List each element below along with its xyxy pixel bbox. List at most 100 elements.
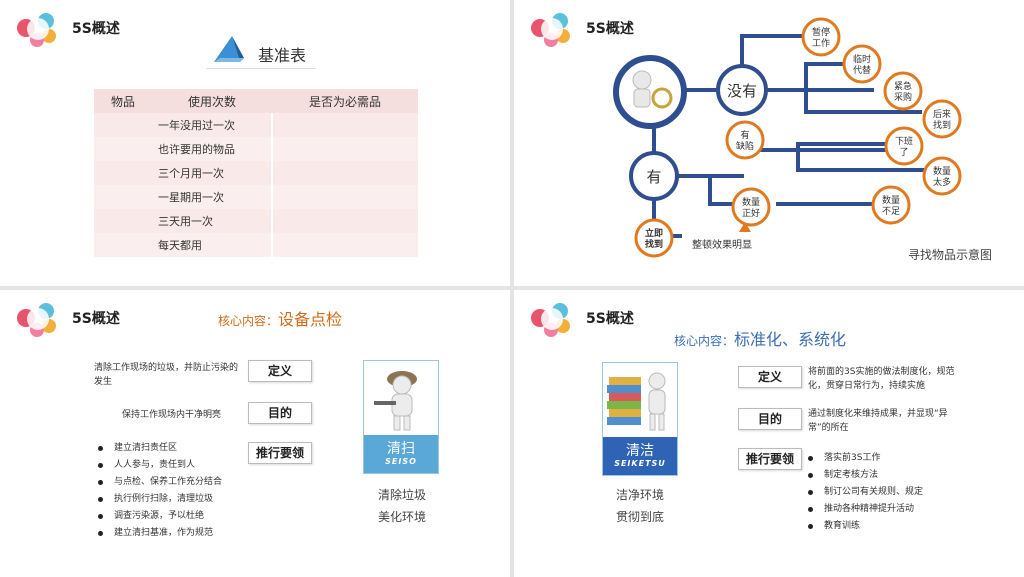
bubble-pause <box>801 17 841 57</box>
core-label: 核心内容： <box>218 314 279 328</box>
slide-title: 5S概述 <box>72 21 120 37</box>
svg-text:没有: 没有 <box>727 82 757 100</box>
effect-text: 整顿效果明显 <box>692 240 752 251</box>
bubble-label: 采购 <box>894 91 912 103</box>
slide-seiketsu: 5S概述 核心内容：标准化、系统化 清洁 SEIKETSU 洁净环境 贯彻到底 … <box>514 290 1024 577</box>
card-caption: 清除垃圾 美化环境 <box>360 484 444 528</box>
card-subtitle: SEISO <box>385 457 417 466</box>
row-frequency: 一年没用过一次 <box>158 119 235 132</box>
slide-title: 5S概述 <box>586 311 634 327</box>
prism-icon <box>214 36 244 62</box>
list-item: 执行例行扫除，清理垃圾 <box>96 491 222 508</box>
table-header-row: 物品 使用次数 是否为必需品 <box>94 89 418 113</box>
node-have: 有 <box>629 151 679 201</box>
tag-definition: 定义 <box>738 366 802 388</box>
card-title: 清扫 <box>387 441 415 457</box>
pointer-icon <box>739 222 751 232</box>
header-item: 物品 <box>94 89 152 113</box>
caption-line: 美化环境 <box>377 510 426 524</box>
node-none: 没有 <box>716 64 768 116</box>
core-content: 核心内容：设备点检 <box>218 306 342 330</box>
bubble-label: 暂停 <box>812 26 830 38</box>
tag-purpose: 目的 <box>248 402 312 424</box>
list-item: 教育训练 <box>806 518 923 535</box>
purpose-text: 保持工作现场内干净明亮 <box>122 410 222 420</box>
header-necessary: 是否为必需品 <box>272 89 418 113</box>
bubble-label: 找到 <box>645 238 663 250</box>
slide-title: 5S概述 <box>72 311 120 327</box>
heading-text: 基准表 <box>258 46 307 65</box>
row-frequency: 每天都用 <box>158 239 202 252</box>
bubble-logo-icon <box>17 303 56 337</box>
caption-line: 贯彻到底 <box>615 510 664 524</box>
diagram-caption: 寻找物品示意图 <box>908 248 993 262</box>
header-frequency: 使用次数 <box>152 89 272 113</box>
tag-guidelines: 推行要领 <box>248 442 312 464</box>
bubble-logo-icon <box>531 13 570 47</box>
bubble-label: 数量 <box>933 165 951 177</box>
table-heading: 基准表 <box>206 30 316 70</box>
tag-purpose: 目的 <box>738 408 802 430</box>
searcher-node <box>613 55 687 129</box>
bubble-label: 有 <box>740 129 749 141</box>
seiso-card: 清扫 SEISO <box>363 360 439 474</box>
tag-guidelines: 推行要领 <box>738 448 802 470</box>
bubble-label: 临时 <box>853 53 871 65</box>
bubble-label: 缺陷 <box>736 140 754 152</box>
bubble-label: 代替 <box>853 64 871 76</box>
card-caption: 洁净环境 贯彻到底 <box>598 484 682 528</box>
bubble-urgent <box>883 71 923 111</box>
connector-lines <box>652 34 924 238</box>
benchmark-table: 物品 使用次数 是否为必需品 一年没用过一次 也许要用的物品 三个月用一次 一星… <box>94 89 418 257</box>
row-frequency: 一星期用一次 <box>158 191 224 204</box>
books-figure-icon <box>607 372 666 431</box>
guideline-list: 落实前3S工作 制定考核方法 制订公司有关规则、规定 推动各种精神提升活动 教育… <box>806 450 923 535</box>
bubble-justright <box>731 187 771 227</box>
bubble-label: 不足 <box>882 206 900 217</box>
bubble-logo-icon <box>17 13 56 47</box>
bubble-offwork <box>884 126 924 166</box>
purpose-text: 通过制度化来维持成果，并显现“异常”的所在 <box>808 409 948 433</box>
table-row: 也许要用的物品 <box>94 137 418 161</box>
bubble-label: 太多 <box>933 176 951 188</box>
caption-line: 洁净环境 <box>615 488 664 502</box>
list-item: 推动各种精神提升活动 <box>806 501 923 518</box>
slide-search-diagram: 5S概述 没有 <box>514 0 1024 286</box>
list-item: 与点检、保养工作充分结合 <box>96 474 222 491</box>
definition-text: 将前面的3S实施的做法制度化，规范化，贯穿日常行为，持续实施 <box>808 367 955 391</box>
bubble-label: 下班 <box>895 135 913 147</box>
list-item: 制定考核方法 <box>806 467 923 484</box>
row-frequency: 也许要用的物品 <box>158 143 235 156</box>
caption-line: 清除垃圾 <box>377 488 426 502</box>
search-flow-diagram: 没有 有 暂停 工作 临时 代替 紧急 采购 后来 <box>613 17 962 258</box>
row-frequency: 三天用一次 <box>158 215 213 228</box>
list-item: 调查污染源，予以杜绝 <box>96 508 222 525</box>
card-band: 清洁 SEIKETSU <box>603 437 677 475</box>
list-item: 落实前3S工作 <box>806 450 923 467</box>
slide-title: 5S概述 <box>586 21 634 37</box>
bubble-label: 找到 <box>933 119 951 131</box>
list-item: 制订公司有关规则、规定 <box>806 484 923 501</box>
definition-text: 清除工作现场的垃圾，并防止污染的发生 <box>94 363 239 387</box>
bubble-temp <box>842 44 882 84</box>
table-row: 每天都用 <box>94 233 418 257</box>
magnifier-icon <box>651 87 673 109</box>
row-frequency: 三个月用一次 <box>158 167 224 180</box>
bubble-label: 正好 <box>742 207 760 219</box>
bubble-notenough <box>871 185 911 225</box>
bubble-defect <box>725 120 765 160</box>
card-title: 清洁 <box>626 443 654 459</box>
bubble-label: 紧急 <box>894 80 912 92</box>
list-item: 建立清扫责任区 <box>96 440 222 457</box>
core-value: 标准化、系统化 <box>734 330 847 349</box>
slide-seiso: 5S概述 核心内容：设备点检 清除工作现场的垃圾，并防止污染的发生 定义 保持工… <box>0 290 510 577</box>
core-content: 核心内容：标准化、系统化 <box>674 326 846 350</box>
bubble-immediately <box>634 218 674 258</box>
bubble-logo-icon <box>531 303 570 337</box>
bubble-label: 后来 <box>933 109 951 120</box>
heading-underline <box>206 68 316 69</box>
cleaning-figure-icon <box>374 371 417 431</box>
slide-benchmark-table: 5S概述 基准表 物品 使用次数 是否为必需品 一年没用过一次 也许要用的物品 … <box>0 0 510 286</box>
guideline-list: 建立清扫责任区 人人参与，责任到人 与点检、保养工作充分结合 执行例行扫除，清理… <box>96 440 222 542</box>
table-row: 三个月用一次 <box>94 161 418 185</box>
